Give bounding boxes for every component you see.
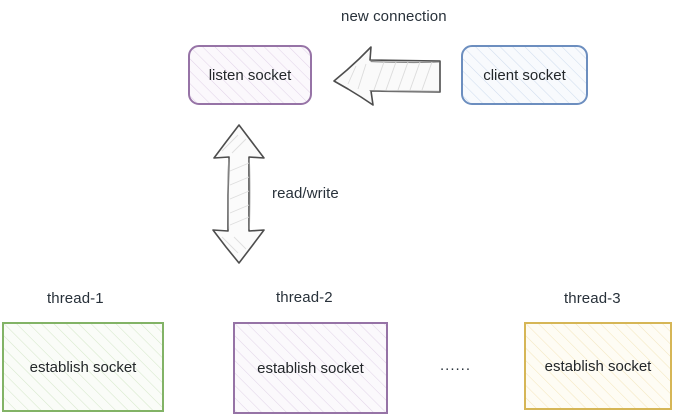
node-listen-socket-label: listen socket xyxy=(208,66,292,84)
node-client-socket[interactable]: client socket xyxy=(461,45,588,105)
read-write-label: read/write xyxy=(272,185,339,202)
new-connection-arrow-icon xyxy=(333,46,441,106)
thread-3-label: thread-3 xyxy=(564,290,621,307)
node-thread-2-establish-socket[interactable]: establish socket xyxy=(233,322,388,414)
new-connection-label: new connection xyxy=(341,8,447,25)
node-thread-2-label: establish socket xyxy=(257,359,364,377)
node-thread-3-establish-socket[interactable]: establish socket xyxy=(524,322,672,410)
node-listen-socket[interactable]: listen socket xyxy=(188,45,312,105)
node-thread-1-establish-socket[interactable]: establish socket xyxy=(2,322,164,412)
node-thread-3-label: establish socket xyxy=(544,357,652,375)
ellipsis-separator: ...... xyxy=(440,357,472,374)
node-thread-1-label: establish socket xyxy=(29,358,137,376)
thread-2-label: thread-2 xyxy=(276,289,333,306)
read-write-arrow-icon xyxy=(212,124,265,264)
node-client-socket-label: client socket xyxy=(483,66,566,84)
thread-1-label: thread-1 xyxy=(47,290,104,307)
